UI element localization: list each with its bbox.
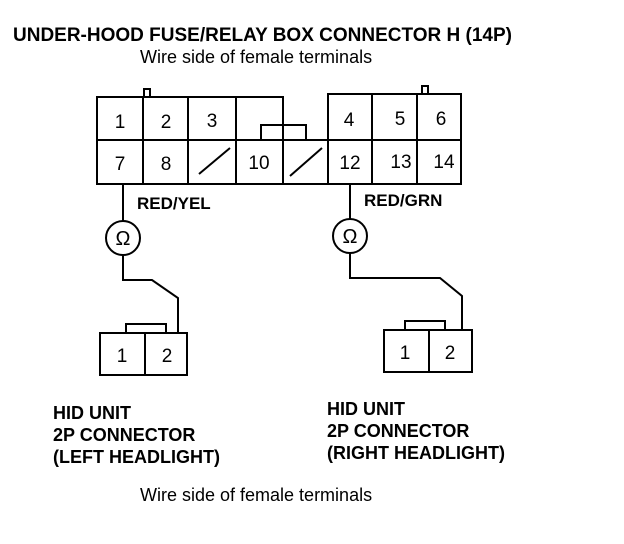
right-hid-label-line3: (RIGHT HEADLIGHT) <box>327 443 505 463</box>
empty-cavity-9 <box>198 147 231 175</box>
terminal-7: 7 <box>115 154 126 175</box>
right-hid-label-line1: HID UNIT <box>327 399 405 419</box>
main-connector-nub-left <box>143 88 151 98</box>
terminal-2: 2 <box>161 112 172 133</box>
diagram-subtitle: Wire side of female terminals <box>140 47 373 67</box>
left-hid-label-line1: HID UNIT <box>53 403 131 423</box>
terminal-8: 8 <box>161 154 172 175</box>
ohm-symbol-right: Ω <box>343 226 358 248</box>
right-hid-label-line2: 2P CONNECTOR <box>327 421 470 441</box>
terminal-12: 12 <box>339 153 360 174</box>
left-hid-connector <box>99 332 188 376</box>
terminal-10: 10 <box>248 153 269 174</box>
left-hid-label-line3: (LEFT HEADLIGHT) <box>53 447 220 467</box>
terminal-4: 4 <box>344 110 355 131</box>
right-hid-label: HID UNIT 2P CONNECTOR (RIGHT HEADLIGHT) <box>327 398 505 464</box>
footer-note: Wire side of female terminals <box>140 485 373 505</box>
terminal-13: 13 <box>390 152 411 173</box>
terminal-6: 6 <box>436 109 447 130</box>
terminal-14: 14 <box>433 152 455 173</box>
wire-label-left: RED/YEL <box>137 194 211 213</box>
main-connector-nub-right <box>421 85 429 95</box>
right-hid-lock-tab <box>404 320 446 331</box>
terminal-1: 1 <box>115 112 126 133</box>
left-hid-pin-1: 1 <box>117 346 128 367</box>
left-hid-label-line2: 2P CONNECTOR <box>53 425 196 445</box>
wire-label-right: RED/GRN <box>364 191 443 210</box>
right-hid-pin-2: 2 <box>445 343 456 364</box>
left-hid-label: HID UNIT 2P CONNECTOR (LEFT HEADLIGHT) <box>53 402 220 468</box>
left-hid-pin-2: 2 <box>162 346 173 367</box>
terminal-3: 3 <box>207 111 218 132</box>
main-connector-lock-tab <box>260 124 307 141</box>
right-hid-pin-1: 1 <box>400 343 411 364</box>
wire-red-yel-lower <box>122 255 179 333</box>
empty-cavity-11 <box>289 147 323 177</box>
ohm-symbol-left: Ω <box>116 228 131 250</box>
left-hid-lock-tab <box>125 323 167 334</box>
terminal-5: 5 <box>395 109 406 130</box>
diagram-title: UNDER-HOOD FUSE/RELAY BOX CONNECTOR H (1… <box>13 25 512 46</box>
wire-red-grn-lower <box>349 253 463 330</box>
